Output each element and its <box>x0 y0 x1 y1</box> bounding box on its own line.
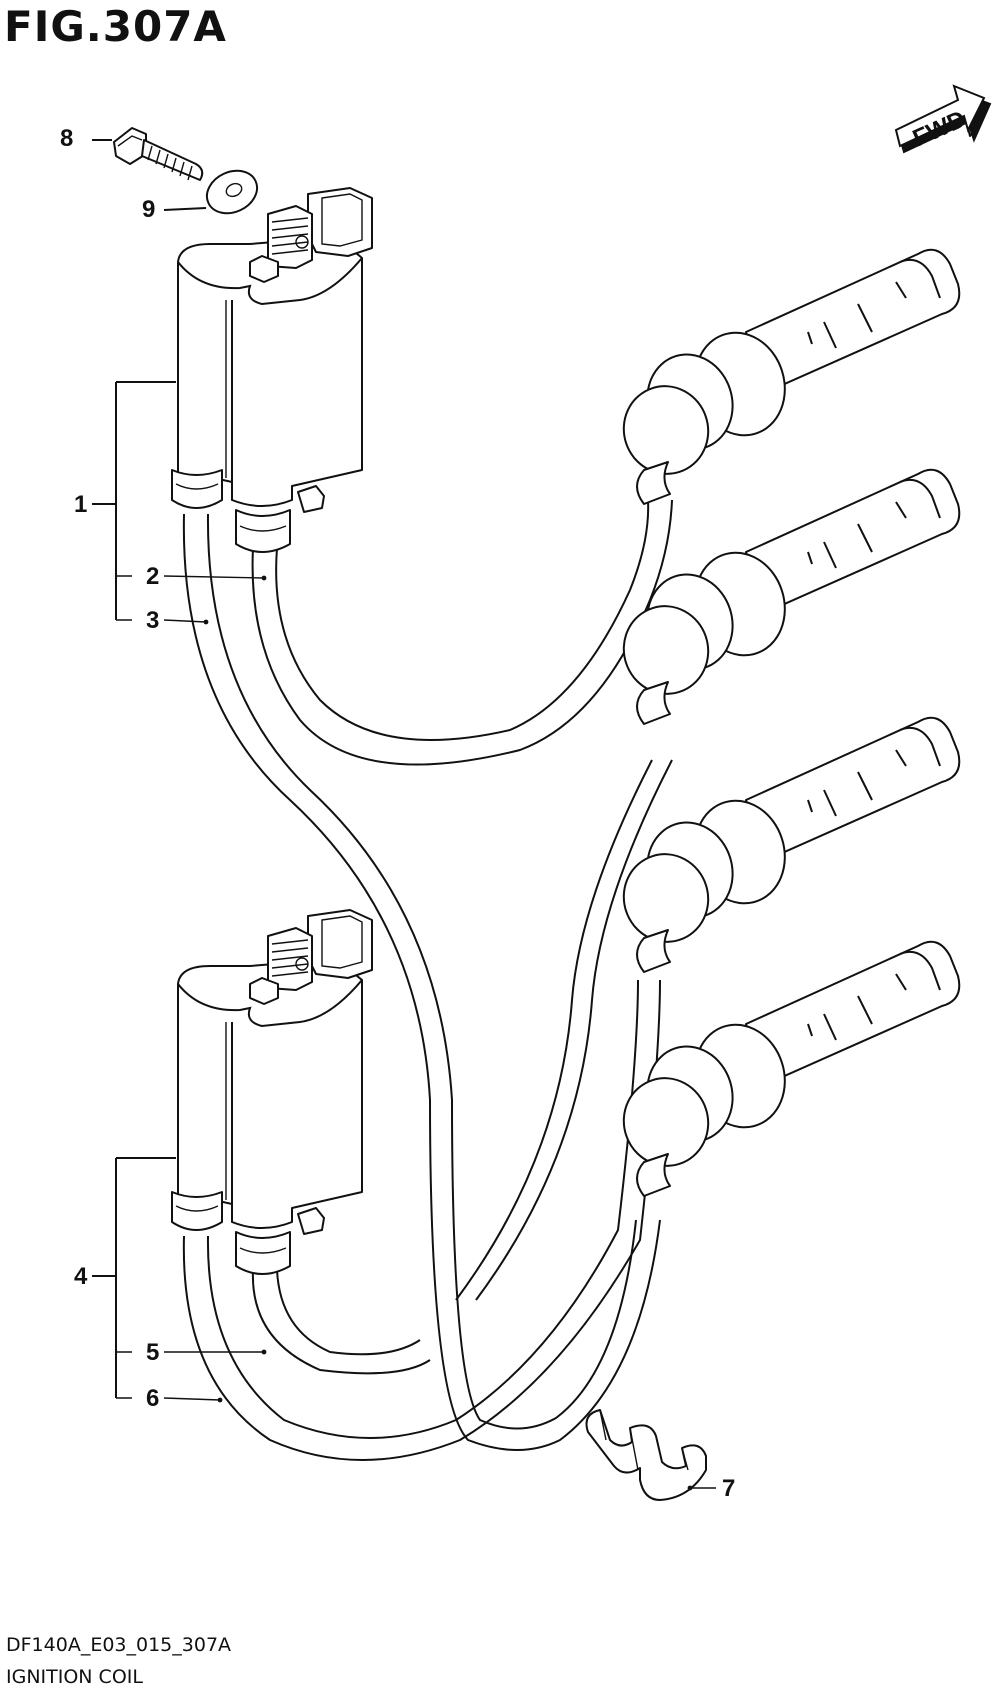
high-tension-cord-3 <box>182 513 661 1451</box>
wire-clamp <box>585 1409 707 1501</box>
fwd-arrow-icon: FWD <box>894 84 992 154</box>
callout-1: 1 <box>74 491 87 518</box>
callout-7: 7 <box>722 1475 735 1502</box>
plug-cap-2 <box>611 468 961 725</box>
callout-lines <box>92 139 716 1491</box>
high-tension-cord-5 <box>251 759 673 1375</box>
drawing-caption: IGNITION COIL <box>6 1666 143 1688</box>
callout-2: 2 <box>146 563 159 590</box>
plug-cap-4 <box>611 940 961 1197</box>
ignition-coil-upper <box>171 187 373 553</box>
callout-9: 9 <box>142 196 155 223</box>
figure-title: FIG.307A <box>4 2 227 51</box>
bolt <box>113 127 204 181</box>
callout-4: 4 <box>74 1263 88 1290</box>
drawing-code: DF140A_E03_015_307A <box>6 1634 232 1656</box>
washer <box>205 169 259 215</box>
callout-6: 6 <box>146 1385 159 1412</box>
plug-cap-1 <box>611 248 961 505</box>
high-tension-cord-2 <box>251 499 673 766</box>
callout-5: 5 <box>146 1339 159 1366</box>
plug-cap-3 <box>611 716 961 973</box>
callout-3: 3 <box>146 607 159 634</box>
callout-8: 8 <box>60 125 73 152</box>
ignition-coil-lower <box>171 909 373 1275</box>
